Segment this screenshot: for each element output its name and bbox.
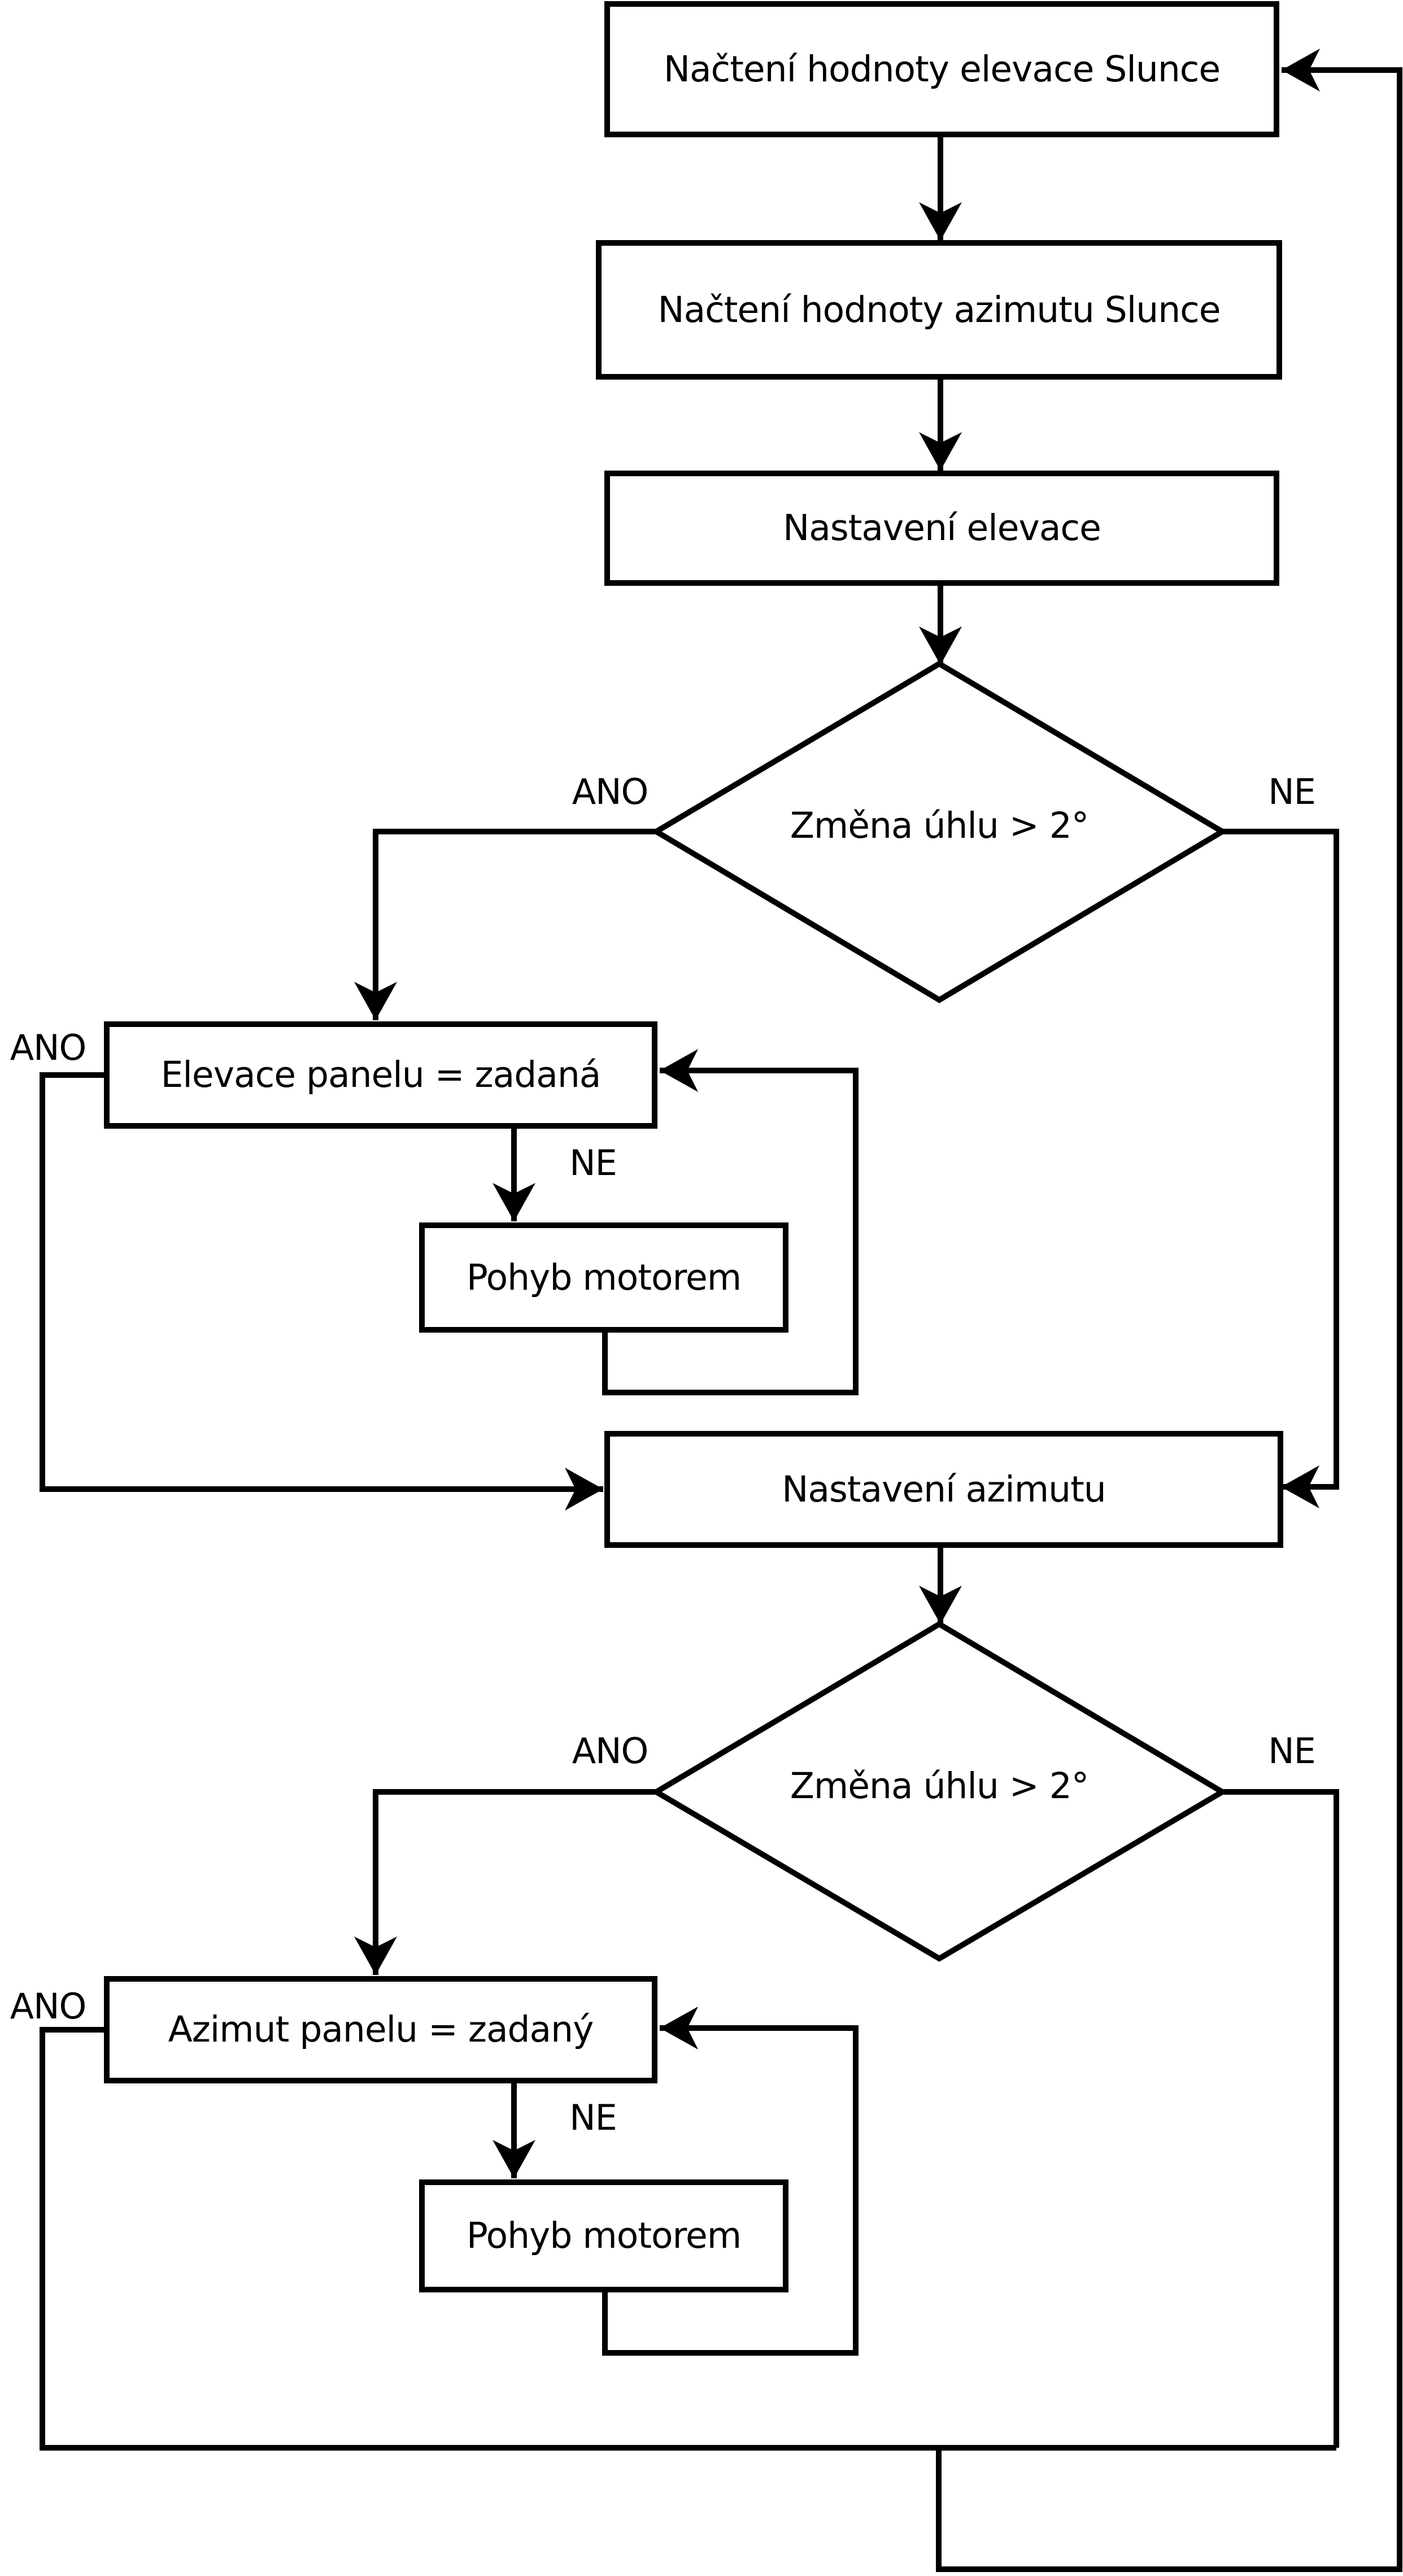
branch-label-decision1-yes: ANO bbox=[572, 771, 649, 812]
arrow-decision1-yes-to-elevation-equals bbox=[354, 829, 656, 1020]
process-box-azimuth-equals: Azimut panelu = zadaný bbox=[104, 1976, 657, 2083]
arrow-motor1-loop-to-elevation-equals bbox=[602, 1049, 859, 1395]
branch-label-decision2-yes: ANO bbox=[572, 1730, 649, 1772]
process-box-set-elevation: Nastavení elevace bbox=[604, 471, 1279, 586]
process-label: Nastavení elevace bbox=[783, 507, 1101, 549]
decision-label-azimuth: Změna úhlu > 2° bbox=[790, 1765, 1090, 1807]
process-box-read-elevation: Načtení hodnoty elevace Slunce bbox=[604, 1, 1279, 137]
process-box-set-azimuth: Nastavení azimutu bbox=[604, 1431, 1283, 1548]
process-box-elevation-equals: Elevace panelu = zadaná bbox=[104, 1021, 657, 1129]
diamond-azimuth-decision bbox=[651, 1621, 1228, 1962]
process-label: Pohyb motorem bbox=[466, 1256, 742, 1298]
branch-label-elevation-equals-yes: ANO bbox=[10, 1027, 87, 1068]
arrow-decision2-yes-to-azimuth-equals bbox=[354, 1789, 656, 1975]
process-label: Nastavení azimutu bbox=[782, 1468, 1106, 1510]
line-azimuth-equals-yes-bottom bbox=[40, 2027, 1336, 2451]
branch-label-decision2-no: NE bbox=[1268, 1730, 1316, 1772]
process-label: Pohyb motorem bbox=[466, 2215, 742, 2257]
arrow-elevation-equals-yes-to-set-azimuth bbox=[40, 1072, 603, 1511]
process-label: Elevace panelu = zadaná bbox=[160, 1054, 602, 1096]
process-label: Načtení hodnoty elevace Slunce bbox=[663, 48, 1221, 90]
arrow-motor2-loop-to-azimuth-equals bbox=[602, 2007, 859, 2356]
process-box-read-azimuth: Načtení hodnoty azimutu Slunce bbox=[596, 240, 1282, 380]
branch-label-azimuth-equals-yes: ANO bbox=[10, 1986, 87, 2027]
line-decision2-no-down bbox=[1222, 1789, 1339, 2448]
branch-label-elevation-equals-no: NE bbox=[569, 1142, 617, 1183]
process-box-motor-move-azimuth: Pohyb motorem bbox=[419, 2179, 788, 2292]
process-box-motor-move-elevation: Pohyb motorem bbox=[419, 1222, 788, 1333]
process-label: Azimut panelu = zadaný bbox=[168, 2009, 594, 2051]
diamond-elevation-decision bbox=[651, 660, 1228, 1003]
process-label: Načtení hodnoty azimutu Slunce bbox=[657, 289, 1221, 330]
arrow-decision1-no-to-set-azimuth bbox=[1222, 829, 1339, 1508]
decision-label-elevation: Změna úhlu > 2° bbox=[790, 805, 1090, 846]
branch-label-azimuth-equals-no: NE bbox=[569, 2097, 617, 2138]
branch-label-decision1-no: NE bbox=[1268, 771, 1316, 812]
arrow-return-to-read-elevation bbox=[936, 49, 1402, 2572]
